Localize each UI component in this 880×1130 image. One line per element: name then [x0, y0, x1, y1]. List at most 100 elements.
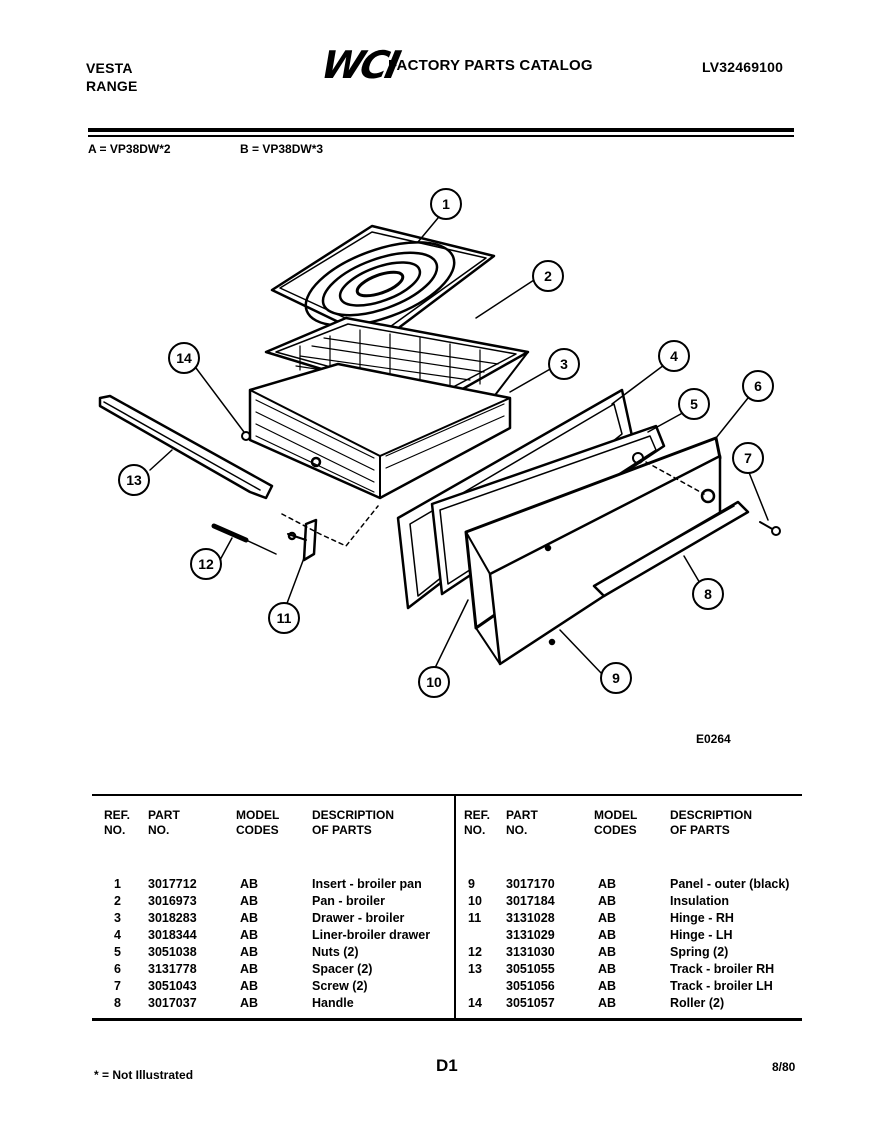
model-code-cell: AB: [598, 928, 617, 942]
part-number-cell: 3131030: [506, 945, 555, 959]
part-number-cell: 3131028: [506, 911, 555, 925]
ref-cell: 11: [468, 911, 482, 925]
not-illustrated-note: * = Not Illustrated: [94, 1068, 194, 1082]
part-broiler-drawer: [248, 362, 512, 500]
description-cell: Screw (2): [312, 979, 368, 993]
callout-label-14: 14: [176, 350, 192, 366]
brand-name: VESTA: [86, 60, 133, 76]
model-code-cell: AB: [598, 911, 617, 925]
part-handle: [592, 500, 750, 598]
model-b: B = VP38DW*3: [240, 142, 324, 156]
table-top-rule: [92, 794, 802, 796]
figure-code: E0264: [696, 732, 731, 746]
callout-11: [268, 602, 300, 634]
model-code-cell: AB: [240, 928, 259, 942]
model-code-cell: AB: [240, 877, 259, 891]
callout-label-3: 3: [560, 356, 568, 372]
ref-cell: 2: [114, 894, 121, 908]
part-number-cell: 3051056: [506, 979, 555, 993]
page-number: D1: [436, 1056, 458, 1075]
description-cell: Liner-broiler drawer: [312, 928, 431, 942]
description-cell: Handle: [312, 996, 354, 1010]
header-ref-no: REF.NO.: [104, 808, 131, 837]
callout-5: [678, 388, 710, 420]
description-cell: Insert - broiler pan: [312, 877, 422, 891]
part-number-cell: 3051057: [506, 996, 555, 1010]
callout-1: [430, 188, 462, 220]
part-broiler-track: [98, 394, 274, 500]
description-cell: Track - broiler RH: [670, 962, 775, 976]
model-code-cell: AB: [240, 894, 259, 908]
revision-date: 8/80: [772, 1060, 796, 1074]
callout-label-12: 12: [198, 556, 214, 572]
callout-6: [742, 370, 774, 402]
callout-label-9: 9: [612, 670, 620, 686]
ref-cell: 9: [468, 877, 475, 891]
assembly-lines: [281, 461, 705, 547]
callout-label-2: 2: [544, 268, 552, 284]
part-hinge: [287, 518, 318, 562]
part-number-cell: 3051055: [506, 962, 555, 976]
description-cell: Roller (2): [670, 996, 725, 1010]
part-number-cell: 3051043: [148, 979, 197, 993]
product-type: RANGE: [86, 78, 138, 94]
model-code-cell: AB: [240, 962, 259, 976]
catalog-title: FACTORY PARTS CATALOG: [388, 57, 593, 74]
part-number-cell: 3017170: [506, 877, 555, 891]
description-cell: Hinge - RH: [670, 911, 734, 925]
ref-cell: 1: [114, 877, 121, 891]
ref-cell: 3: [114, 911, 121, 925]
ref-cell: 13: [468, 962, 482, 976]
description-cell: Spacer (2): [312, 962, 373, 976]
table-divider: [454, 796, 456, 1018]
description-cell: Spring (2): [670, 945, 729, 959]
model-code-cell: AB: [598, 979, 617, 993]
callouts: [118, 188, 774, 698]
callout-7: [732, 442, 764, 474]
callout-14: [168, 342, 200, 374]
callout-8: [692, 578, 724, 610]
model-code-cell: AB: [240, 945, 259, 959]
header-rule-thin: [88, 135, 794, 137]
callout-label-10: 10: [426, 674, 442, 690]
ref-cell: 5: [114, 945, 121, 959]
ref-cell: 14: [468, 996, 482, 1010]
part-number-cell: 3017184: [506, 894, 555, 908]
part-spacer: [700, 488, 716, 504]
callout-label-8: 8: [704, 586, 712, 602]
model-code-cell: AB: [240, 996, 259, 1010]
callout-13: [118, 464, 150, 496]
model-code-cell: AB: [598, 996, 617, 1010]
header-rule: [88, 128, 794, 132]
part-number-cell: 3131778: [148, 962, 197, 976]
callout-label-1: 1: [442, 196, 450, 212]
ref-cell: 4: [114, 928, 121, 942]
ref-cell: 6: [114, 962, 121, 976]
part-number-cell: 3017712: [148, 877, 197, 891]
callout-10: [418, 666, 450, 698]
description-cell: Track - broiler LH: [670, 979, 773, 993]
callout-label-6: 6: [754, 378, 762, 394]
description-cell: Pan - broiler: [312, 894, 385, 908]
description-cell: Drawer - broiler: [312, 911, 405, 925]
ref-cell: 7: [114, 979, 121, 993]
part-number-cell: 3018344: [148, 928, 197, 942]
callout-2: [532, 260, 564, 292]
callout-label-5: 5: [690, 396, 698, 412]
model-code-cell: AB: [598, 877, 617, 891]
callout-12: [190, 548, 222, 580]
header-ref-no-right: REF.NO.: [464, 808, 491, 837]
exploded-parts-diagram: 1 2 3 4 5 6 7 8 9 10 11 12 13 14: [98, 188, 781, 698]
part-number-cell: 3131029: [506, 928, 555, 942]
part-number-cell: 3016973: [148, 894, 197, 908]
description-cell: Nuts (2): [312, 945, 359, 959]
model-code-cell: AB: [598, 945, 617, 959]
part-number-cell: 3017037: [148, 996, 197, 1010]
table-bottom-rule: [92, 1018, 802, 1021]
callout-label-4: 4: [670, 348, 678, 364]
callout-3: [548, 348, 580, 380]
